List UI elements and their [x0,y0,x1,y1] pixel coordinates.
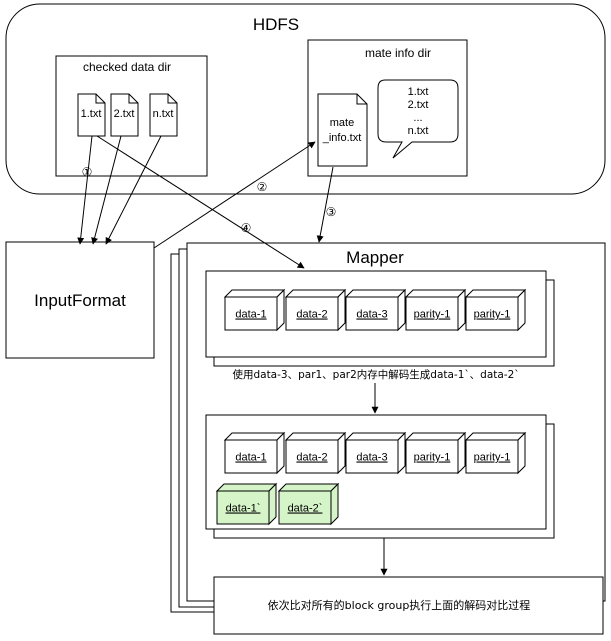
bubble-line: n.txt [408,125,429,137]
block-label: parity-1 [414,452,451,464]
block-side-face [276,431,285,475]
block-top-face [464,289,527,298]
block-row-1: data-1 data-2 data-3 parity-1 parity-1 [223,288,527,332]
arrow-ntxt-to-inputformat [105,135,162,245]
mate-info-file-name-2: _info.txt [322,132,362,144]
file-name: 1.txt [81,108,102,120]
mate-info-file-name-1: mate [330,117,354,129]
bubble-line: 1.txt [408,86,429,98]
mate-info-dir-title: mate info dir [365,46,431,60]
data-block: parity-1 [404,288,467,332]
data-block: data-2` [277,482,340,526]
block-label: data-3 [356,309,387,321]
step-marker-4: ④ [241,221,252,235]
step-marker-1: ① [82,165,93,179]
block-label: parity-1 [474,309,511,321]
block-side-face [268,482,277,526]
block-side-face [517,431,526,475]
block-front-face [405,439,459,474]
block-top-face [344,289,407,298]
data-block: data-2 [284,288,347,332]
block-top-face [404,432,467,441]
block-label: parity-1 [414,309,451,321]
block-top-face [344,432,407,441]
data-block: data-3 [344,288,407,332]
final-note: 依次比对所有的block group执行上面的解码对比过程 [268,598,531,612]
block-side-face [337,288,346,332]
arrow-1txt-to-inputformat [77,135,93,245]
block-front-face [405,296,459,331]
arrow-mateinfo-to-mapper [316,166,334,243]
step-marker-3: ③ [326,205,337,219]
bubble-line: 2.txt [408,99,429,111]
block-label: data-1 [235,452,266,464]
decoded-block-row: data-1` data-2` [215,482,340,526]
data-block: data-1 [223,288,286,332]
data-block: parity-1 [464,288,527,332]
data-block: parity-1 [404,431,467,475]
bubble-line: ... [413,112,422,124]
block-top-face [284,289,347,298]
arrow-1txt-to-mapper [96,135,305,269]
block-front-face [465,296,519,331]
file-icon: 1.txt [77,93,106,137]
block-front-face [345,439,399,474]
arrow-2txt-to-inputformat [91,135,122,245]
block-front-face [345,296,399,331]
data-block: parity-1 [464,431,527,475]
mapper-title: Mapper [346,248,404,267]
data-block: data-1` [215,482,278,526]
block-side-face [517,288,526,332]
step-marker-2: ② [257,180,268,194]
block-front-face [465,439,519,474]
block-label: data-3 [356,452,387,464]
block-side-face [457,431,466,475]
block-top-face [223,432,286,441]
hdfs-title: HDFS [253,15,299,34]
arrow-inputformat-to-mateinfo [153,141,316,249]
file-icon: n.txt [149,93,178,137]
mate-info-file-icon: mate _info.txt [317,93,368,167]
block-top-face [215,483,278,492]
file-name: 2.txt [114,108,135,120]
block-top-face [404,289,467,298]
block-front-face [285,296,339,331]
block-top-face [223,289,286,298]
block-label: data-2 [296,309,327,321]
block-front-face [285,439,339,474]
block-row-2: data-1 data-2 data-3 parity-1 parity-1 [223,431,527,475]
block-side-face [457,288,466,332]
block-side-face [276,288,285,332]
block-front-face [216,490,270,525]
block-front-face [224,296,278,331]
input-format-box [5,241,155,359]
block-label: data-1` [226,503,261,515]
checked-data-dir-title: checked data dir [83,60,171,74]
block-side-face [397,288,406,332]
block-front-face [278,490,332,525]
speech-bubble: 1.txt 2.txt ... n.txt [377,79,459,159]
file-icon: 2.txt [110,93,139,137]
block-side-face [337,431,346,475]
input-format-label: InputFormat [34,291,126,310]
block-side-face [397,431,406,475]
block-label: data-2 [296,452,327,464]
block-label: parity-1 [474,452,511,464]
data-block: data-3 [344,431,407,475]
block-top-face [464,432,527,441]
data-block: data-1 [223,431,286,475]
block-label: data-1 [235,309,266,321]
block-top-face [277,483,340,492]
file-name: n.txt [153,108,174,120]
final-step-box [213,576,604,635]
block-top-face [284,432,347,441]
data-block: data-2 [284,431,347,475]
decode-note: 使用data-3、par1、par2内存中解码生成data-1`、data-2` [232,368,519,381]
block-label: data-2` [288,503,323,515]
block-front-face [224,439,278,474]
block-side-face [330,482,339,526]
